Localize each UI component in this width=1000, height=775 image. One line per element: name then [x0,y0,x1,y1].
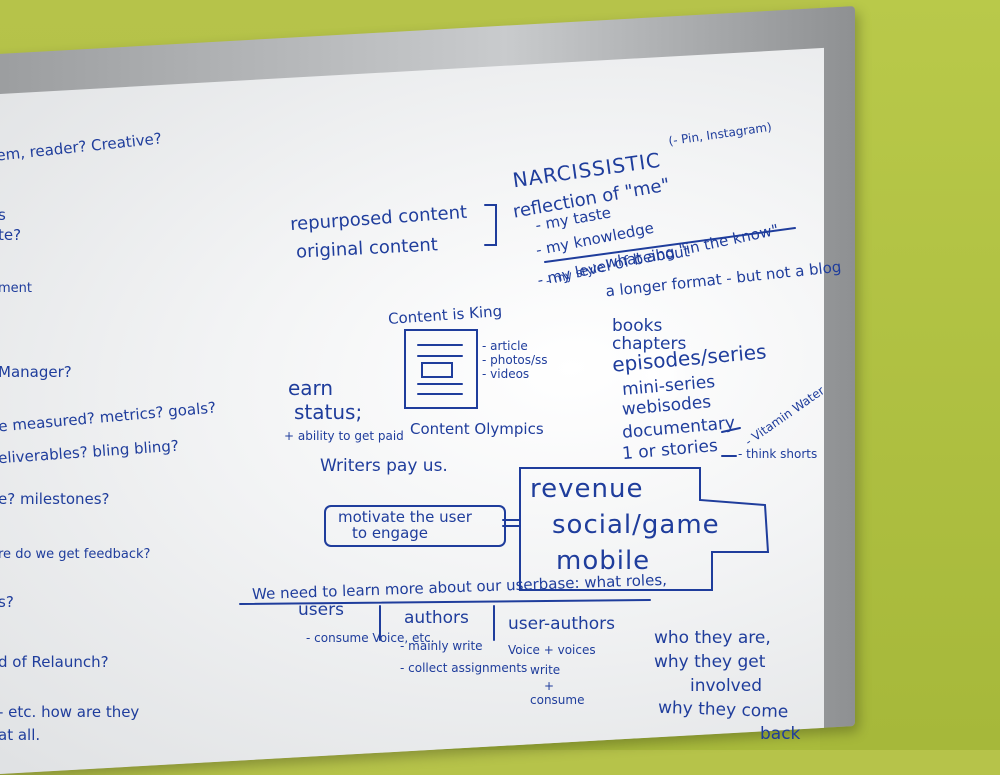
ink-drawings [239,204,796,641]
motivate-box [324,505,506,547]
writers-pay: Writers pay us. [320,456,448,476]
narcissistic-underline [544,227,796,263]
content-item-3: - videos [482,367,530,381]
earn-line-2: status; [294,400,363,424]
left-note-4: ment [0,281,32,296]
learn-underline [239,599,651,605]
user-authors-header: user-authors [508,614,616,634]
page-icon [404,329,478,409]
left-note-11: d of Relaunch? [0,653,109,671]
social-game-label: social/game [552,510,720,540]
left-note-8: e? milestones? [0,490,110,508]
earn-ability: + ability to get paid [284,429,404,443]
motivate-line-1: motivate the user [338,508,472,526]
left-note-9: re do we get feedback? [0,547,151,562]
content-item-2: - photos/ss [482,353,548,367]
format-item-2: chapters [612,334,687,354]
users-sub: - consume Voice, etc. [306,631,435,645]
content-bracket [484,204,497,246]
why-they-get: why they get [654,652,766,672]
think-shorts: - think shorts [738,447,818,461]
authors-header: authors [404,608,469,628]
motivate-arrow [502,519,521,527]
revenue-box [519,467,770,591]
user-authors-sub-4: consume [530,693,585,707]
who-they-are: who they are, [654,628,771,648]
earn-line-1: earn [288,376,334,400]
involved: involved [690,676,762,696]
revenue-label: revenue [530,474,644,504]
user-authors-sub-2: write [530,663,561,677]
content-olympics: Content Olympics [410,420,544,438]
left-note-10: s? [0,593,14,611]
motivate-line-2: to engage [352,524,429,542]
mobile-label: mobile [556,546,651,576]
users-header: users [298,600,344,620]
left-note-2: s [0,206,6,224]
format-item-1: books [612,316,663,336]
user-authors-sub-1: Voice + voices [508,643,596,657]
left-note-13: at all. [0,726,41,744]
authors-sub-2: - collect assignments [400,661,528,675]
left-note-5: Manager? [0,363,72,381]
back: back [760,724,801,744]
user-authors-sub-3: + [544,679,555,693]
left-note-12: - etc. how are they [0,703,140,721]
left-note-3: te? [0,226,22,244]
content-item-1: - article [482,339,528,353]
light-glare [615,345,690,405]
authors-sub-1: - mainly write [400,639,483,653]
